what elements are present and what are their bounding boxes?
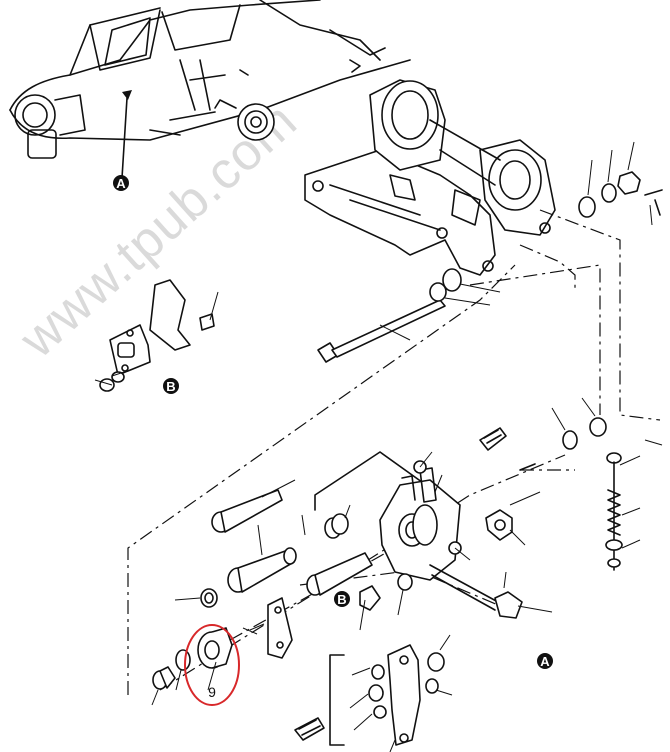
housing-right-hardware <box>578 141 663 226</box>
callout-a-bottom: A <box>537 653 553 669</box>
washer-stack-right <box>551 397 607 450</box>
item-number-9: 9 <box>208 684 216 700</box>
nut-left <box>174 588 218 608</box>
highlighted-part-9 <box>197 627 233 691</box>
link-arm <box>242 597 293 659</box>
callout-b-inline-label: B <box>337 592 346 607</box>
callout-a-top: A <box>113 175 129 191</box>
detail-b-bracket <box>94 279 219 392</box>
lever-group-bracket <box>329 654 345 746</box>
mount-housing <box>304 79 556 276</box>
main-fitting <box>379 451 471 581</box>
torque-marker-lower <box>294 717 325 741</box>
alignment-lines <box>127 209 661 695</box>
callout-b-inline: B <box>334 591 350 607</box>
clip-part <box>359 573 413 631</box>
callout-a-leader <box>121 90 132 179</box>
push-rod-assembly <box>429 463 553 619</box>
bearing-assembly-lower-left <box>151 649 191 706</box>
shaft-middle <box>301 514 373 596</box>
pivot-pin-middle <box>227 524 297 593</box>
callout-b-detail-label: B <box>166 379 175 394</box>
callout-a-top-label: A <box>116 176 126 191</box>
bottom-lever <box>349 634 453 752</box>
pivot-pin-upper <box>211 479 296 533</box>
spring-assembly <box>605 439 663 571</box>
callout-b-detail: B <box>163 378 179 394</box>
helicopter-nose-illustration <box>9 0 411 159</box>
long-bolt <box>317 268 501 363</box>
torque-marker-upper <box>479 427 507 451</box>
bushing-upper <box>324 504 351 539</box>
callout-a-bottom-label: A <box>540 654 550 669</box>
highlight-ring-item-9 <box>184 624 240 706</box>
